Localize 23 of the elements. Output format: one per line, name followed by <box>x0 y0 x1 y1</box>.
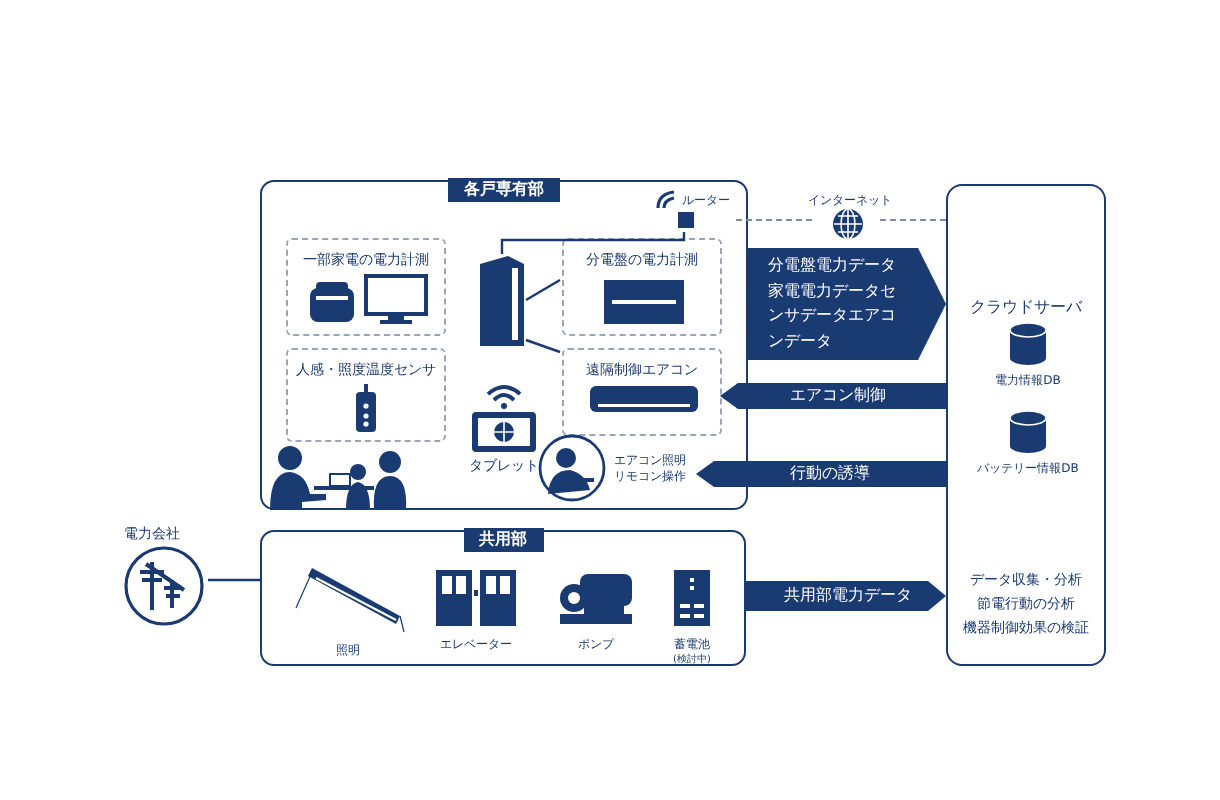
edge-label: エアコン制御 <box>790 386 888 406</box>
edge-label: 行動の誘導 <box>790 464 872 484</box>
connector-line <box>208 578 260 582</box>
edge-label: 分電盤電力データ家電電力データセンサデータエアコンデータ <box>768 254 898 353</box>
connector-line <box>525 278 561 302</box>
data-flow-arrow <box>720 383 946 409</box>
measurement-box <box>286 348 446 442</box>
section-box <box>260 530 746 666</box>
section-heading: 共用部 <box>463 528 543 552</box>
data-flow-arrow <box>746 581 946 611</box>
edge-label: 共用部電力データ <box>784 586 914 606</box>
measurement-box <box>562 348 722 436</box>
measurement-box <box>562 238 722 336</box>
data-flow-arrow <box>696 461 946 487</box>
section-heading: 各戸専有部 <box>448 178 560 202</box>
section-box <box>260 180 748 510</box>
connector-line <box>500 232 686 254</box>
connector-line <box>525 338 561 354</box>
network-line <box>735 219 817 221</box>
server-title: クラウドサーバ <box>968 298 1084 316</box>
measurement-box <box>286 238 446 336</box>
network-line <box>879 219 947 221</box>
cloud-server-box <box>946 184 1106 666</box>
